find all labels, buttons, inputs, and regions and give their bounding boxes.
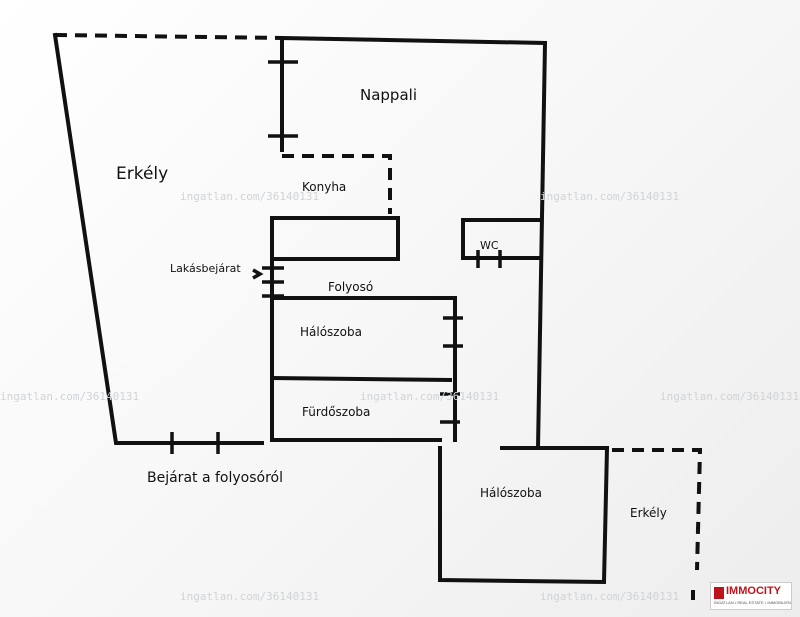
balcony-left-open-edge	[54, 33, 283, 40]
watermark: ingatlan.com/36140131	[540, 590, 680, 603]
watermark: ingatlan.com/36140131	[0, 390, 140, 403]
living-room-wall	[279, 35, 548, 451]
room-label-haloszoba-1: Hálószoba	[300, 325, 362, 339]
bathroom-divider	[269, 375, 453, 383]
watermark: ingatlan.com/36140131	[540, 190, 680, 203]
logo-name: IMMOCITY	[726, 585, 781, 597]
immocity-logo: IMMOCITY INGATLAN • REAL ESTATE • IMMOBI…	[710, 582, 792, 610]
watermark: ingatlan.com/36140131	[360, 390, 500, 403]
watermark: ingatlan.com/36140131	[180, 190, 320, 203]
interior-wall-left-lower	[270, 216, 442, 442]
room-label-haloszoba-2: Hálószoba	[480, 486, 542, 500]
room-label-furdoszoba: Fürdőszoba	[302, 405, 371, 419]
kitchen-open-edge	[282, 154, 392, 214]
balcony-right-open-edge	[612, 448, 703, 571]
room-label-bejarat: Bejárat a folyosóról	[147, 470, 283, 486]
watermark: ingatlan.com/36140131	[180, 590, 320, 603]
watermark: ingatlan.com/36140131	[660, 390, 800, 403]
bedroom-2-wall	[438, 446, 610, 585]
room-label-erkely-left: Erkély	[116, 164, 169, 184]
room-label-folyoso: Folyosó	[328, 280, 374, 294]
balcony-left-wall	[52, 32, 264, 445]
room-label-erkely-right: Erkély	[630, 506, 667, 520]
room-label-wc: WC	[480, 239, 499, 252]
room-label-nappali: Nappali	[360, 86, 417, 104]
entrance-arrow-icon	[252, 268, 264, 280]
kitchen-counter	[273, 216, 400, 261]
logo-tagline: INGATLAN • REAL ESTATE • IMMOBILIEN	[714, 600, 791, 605]
room-label-lakasbejarat: Lakásbejárat	[170, 262, 241, 275]
room-label-konyha: Konyha	[302, 180, 347, 194]
door-mark	[170, 60, 502, 454]
house-icon	[714, 587, 724, 599]
